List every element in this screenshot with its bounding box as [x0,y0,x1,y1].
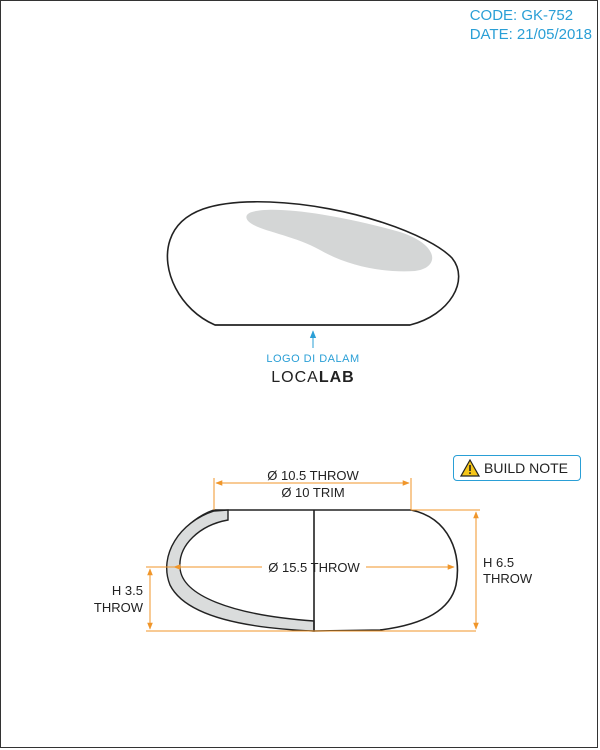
trim-label: Ø 10 TRIM [281,485,344,500]
code-label: CODE: GK-752 [469,7,574,24]
left-height-label-1: H 3.5 [112,583,143,598]
pebble-highlight [246,209,433,272]
build-note-label: BUILD NOTE [484,460,569,476]
brand-light: LOCA [271,369,319,386]
top-view: LOGO DI DALAM LOCALAB [166,200,460,386]
top-opening-label: Ø 10.5 THROW [267,468,359,483]
brand-logo: LOCALAB [271,369,354,386]
title-block: CODE: GK-752 DATE: 21/05/2018 [470,6,592,44]
left-height-label-2: THROW [94,600,144,615]
warning-icon [460,459,480,477]
logo-note: LOGO DI DALAM [266,353,359,365]
side-view: Ø 10.5 THROW Ø 10 TRIM Ø 15.5 THROW H 3.… [94,468,533,632]
body-diameter-label: Ø 15.5 THROW [268,560,360,575]
build-note-button[interactable]: BUILD NOTE [453,455,581,481]
right-height-label-2: THROW [483,571,533,586]
right-height-label-1: H 6.5 [483,555,514,570]
brand-bold: LAB [319,369,355,386]
date-label: DATE: 21/05/2018 [469,26,592,43]
